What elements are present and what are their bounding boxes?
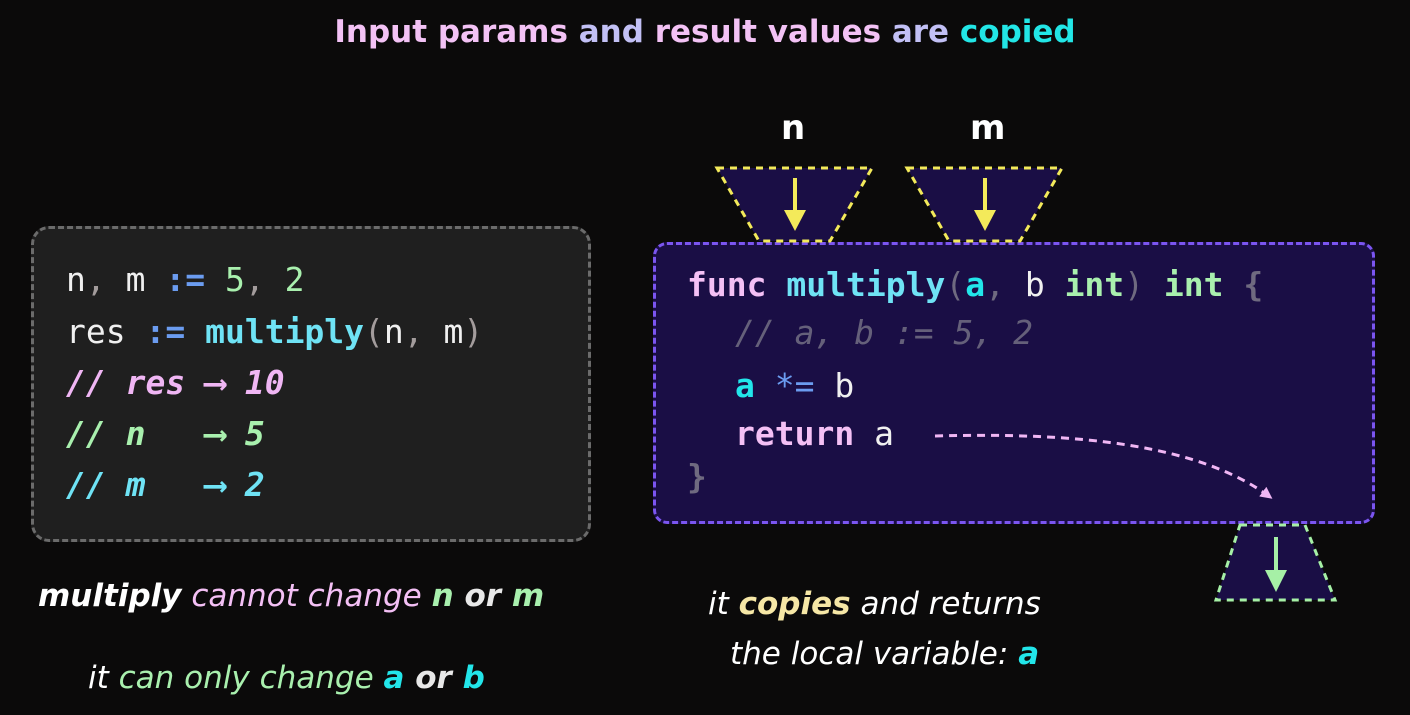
comment-slashes: //	[66, 414, 126, 453]
var-b: b	[814, 366, 855, 405]
op-mul-assign: *=	[754, 366, 815, 405]
func-multiply-assign-line: a *= b	[735, 366, 854, 405]
title-input-params: Input params	[334, 14, 568, 50]
paren-open: (	[364, 312, 384, 351]
func-signature-line: func multiply(a, b int) int {	[687, 265, 1263, 304]
input-funnel-m	[904, 166, 1065, 243]
arg-n: n	[383, 312, 404, 351]
comma: ,	[244, 260, 285, 299]
title-are: are	[881, 14, 960, 50]
input-funnel-n	[714, 166, 875, 243]
caller-comment-res: // res ⟶ 10	[66, 363, 285, 402]
caption-a: a	[1018, 636, 1040, 672]
comma: ,	[985, 265, 1025, 304]
var-res: res	[66, 312, 126, 351]
label-m: m	[970, 108, 1006, 148]
caption-n: n	[431, 578, 454, 614]
assign-op: :=	[145, 260, 225, 299]
caption-copies-returns: it copies and returns	[708, 586, 1041, 622]
comment-var: n	[125, 414, 146, 453]
comment-value: 10	[244, 363, 285, 402]
comment-var: m	[125, 465, 146, 504]
caption-and-returns: and returns	[850, 586, 1041, 622]
arrow-glyph: ⟶	[185, 363, 245, 402]
return-type-int: int	[1163, 265, 1224, 304]
caller-code-box	[31, 226, 591, 542]
comment-slashes: //	[66, 363, 126, 402]
param-a: a	[965, 265, 986, 304]
return-copy-arrow	[934, 433, 1273, 499]
caption-b: b	[462, 660, 485, 696]
arrow-glyph: ⟶	[145, 414, 245, 453]
func-comment-line: // a, b := 5, 2	[735, 313, 1034, 352]
caption-cannot-change: multiply cannot change n or m	[38, 578, 544, 614]
assign-op: :=	[125, 312, 206, 351]
paren-close: )	[463, 312, 484, 351]
caption-local-variable: the local variable: a	[730, 636, 1039, 672]
value-2: 2	[284, 260, 305, 299]
paren-open: (	[945, 265, 966, 304]
func-call-multiply: multiply	[205, 312, 365, 351]
param-b: b	[1024, 265, 1045, 304]
caller-line-2: res := multiply(n, m)	[66, 312, 483, 351]
caption-a: a	[383, 660, 405, 696]
function-code-box	[653, 242, 1375, 524]
arg-m: m	[443, 312, 464, 351]
caption-it: it	[708, 586, 739, 622]
value-5: 5	[224, 260, 245, 299]
brace-close: }	[687, 457, 707, 496]
title-copied: copied	[959, 14, 1076, 50]
caption-can-only-change: it can only change a or b	[88, 660, 485, 696]
caller-comment-n: // n ⟶ 5	[66, 414, 265, 453]
var-m: m	[125, 260, 146, 299]
comment-value: 2	[244, 465, 265, 504]
arrow-glyph: ⟶	[145, 465, 245, 504]
output-funnel	[1213, 523, 1338, 602]
type-int: int	[1064, 265, 1125, 304]
caption-or: or	[404, 660, 463, 696]
page-title: Input params and result values are copie…	[0, 14, 1410, 50]
keyword-func: func	[687, 265, 767, 304]
caption-local-variable-text: the local variable:	[730, 636, 1019, 672]
brace-open: {	[1243, 265, 1264, 304]
keyword-return: return	[735, 414, 855, 453]
caption-multiply: multiply	[38, 578, 182, 614]
comma: ,	[85, 260, 126, 299]
label-n: n	[781, 108, 806, 148]
comment-var: res	[125, 363, 186, 402]
caller-line-1: n, m := 5, 2	[66, 260, 304, 299]
title-result-values: result values	[654, 14, 882, 50]
func-return-line: return a	[735, 414, 894, 453]
caption-can-only-change-text: can only change	[118, 660, 384, 696]
title-and: and	[567, 14, 655, 50]
return-var-a: a	[854, 414, 894, 453]
caption-it: it	[88, 660, 119, 696]
comment-value: 5	[244, 414, 265, 453]
caption-cannot-change-text: cannot change	[181, 578, 432, 614]
caption-m: m	[511, 578, 545, 614]
caption-copies: copies	[738, 586, 851, 622]
func-name-multiply: multiply	[786, 265, 946, 304]
comma: ,	[403, 312, 444, 351]
comment-slashes: //	[66, 465, 126, 504]
paren-close: )	[1124, 265, 1145, 304]
caller-comment-m: // m ⟶ 2	[66, 465, 265, 504]
var-a: a	[735, 366, 755, 405]
caption-or: or	[453, 578, 512, 614]
var-n: n	[66, 260, 86, 299]
